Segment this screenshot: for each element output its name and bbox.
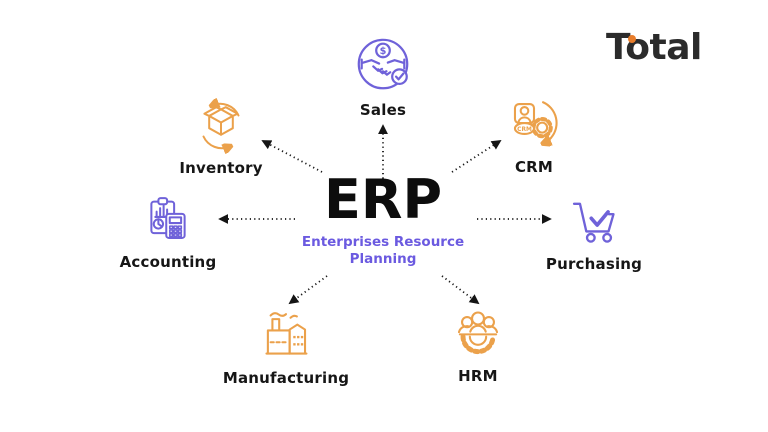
- factory-windows: [293, 335, 304, 346]
- clipboard-calculator-icon: [150, 197, 186, 239]
- box-cycle-icon: [202, 98, 240, 154]
- customer-gear-cycle-icon: CRM: [513, 101, 558, 153]
- module-label-hrm: HRM: [458, 367, 498, 385]
- module-accounting: Accounting: [98, 192, 238, 271]
- brand-logo: Total: [606, 30, 702, 66]
- module-hrm: HRM: [408, 304, 548, 385]
- calculator-keys: [168, 225, 183, 238]
- module-inventory: Inventory: [151, 98, 291, 177]
- arrow-to-hrm: [441, 275, 480, 305]
- handshake-dollar-icon: $: [357, 38, 409, 90]
- arrow-to-manufacturing: [288, 275, 328, 305]
- erp-subtitle: Enterprises Resource Planning: [301, 233, 465, 268]
- module-label-inventory: Inventory: [179, 159, 263, 177]
- module-manufacturing: Manufacturing: [216, 306, 356, 387]
- factory-icon: [265, 312, 308, 355]
- erp-title: ERP: [323, 168, 443, 231]
- erp-hub: ERP Enterprises Resource Planning: [283, 168, 483, 269]
- people-gear-icon: [457, 311, 499, 354]
- cart-check-icon: [572, 202, 615, 243]
- dollar-symbol: $: [380, 46, 387, 57]
- module-label-crm: CRM: [514, 158, 554, 176]
- module-sales: $ Sales: [313, 34, 453, 119]
- module-crm: CRM CRM: [464, 95, 604, 176]
- crm-badge-text: CRM: [517, 127, 532, 133]
- brand-logo-dot: [628, 35, 636, 43]
- module-label-accounting: Accounting: [119, 253, 217, 271]
- module-label-sales: Sales: [359, 101, 407, 119]
- module-purchasing: Purchasing: [524, 192, 664, 273]
- brand-logo-text: Total: [606, 27, 702, 68]
- module-label-purchasing: Purchasing: [545, 255, 643, 273]
- module-label-manufacturing: Manufacturing: [222, 369, 350, 387]
